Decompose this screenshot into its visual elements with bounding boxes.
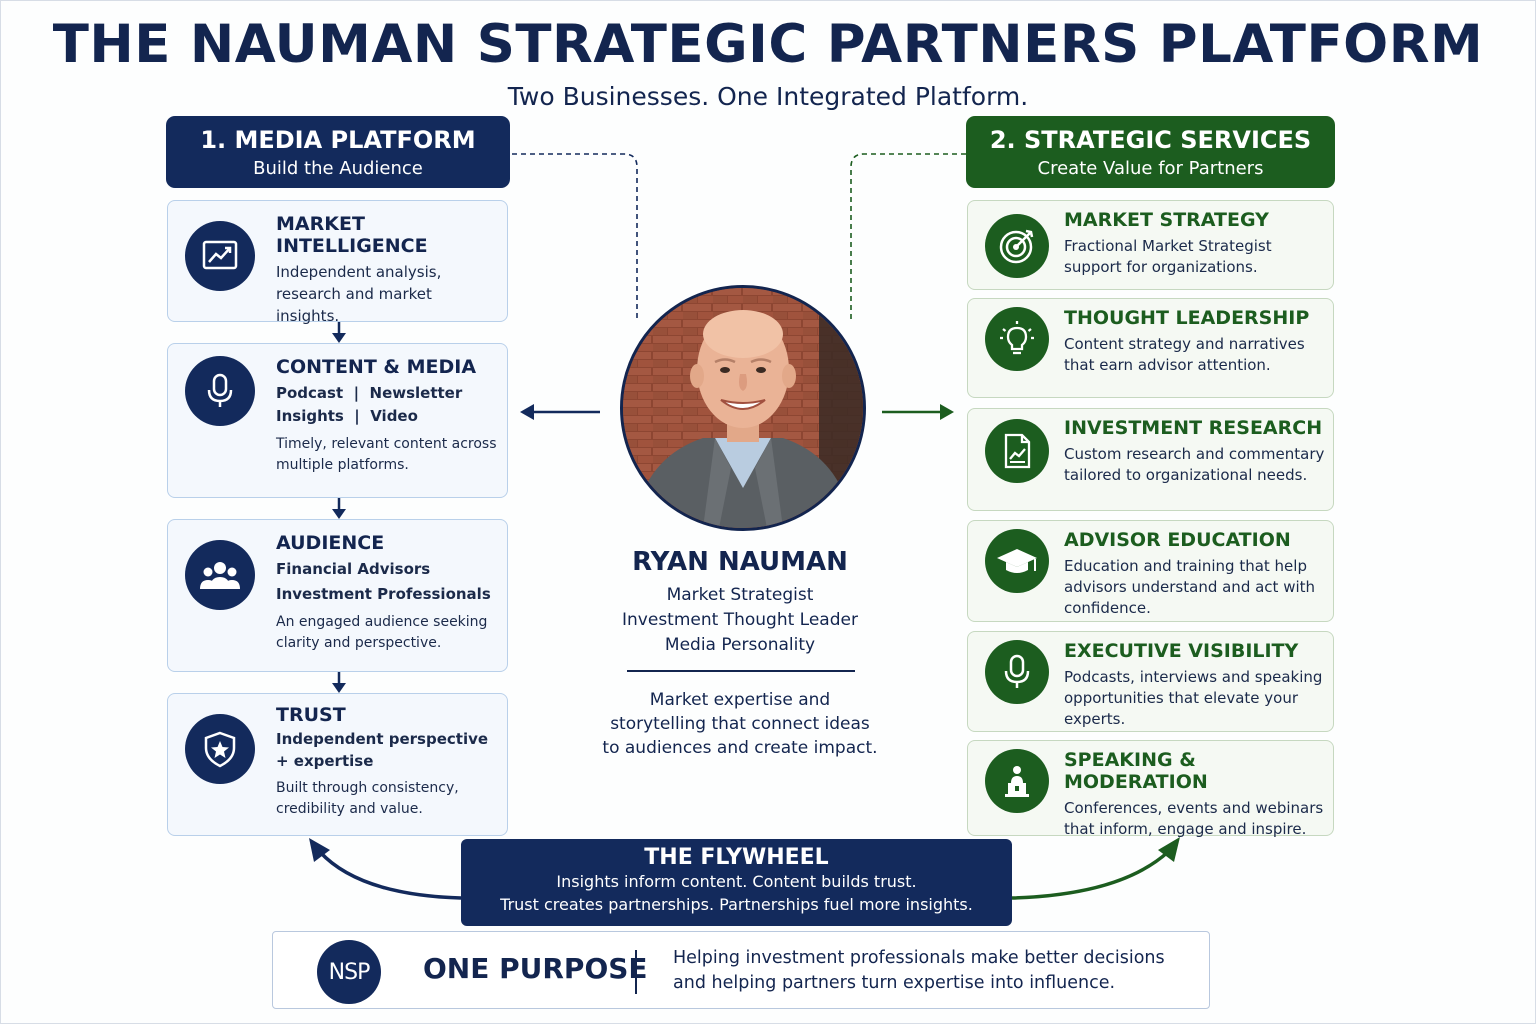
purpose-statement: Helping investment professionals make be… (673, 946, 1165, 996)
card-description: Conferences, events and webinars that in… (1064, 799, 1324, 838)
card-content-media: CONTENT & MEDIA Podcast | Newsletter Ins… (167, 343, 508, 498)
card-investment-research: INVESTMENT RESEARCH Custom research and … (967, 408, 1334, 511)
media-platform-header: 1. MEDIA PLATFORM Build the Audience (166, 116, 510, 188)
card-trust-line1: Independent perspective (276, 730, 489, 748)
person-role-2: Investment Thought Leader (622, 610, 858, 630)
card-title: THOUGHT LEADERSHIP (1064, 307, 1310, 329)
lightbulb-icon (985, 307, 1049, 371)
card-market-intelligence: MARKET INTELLIGENCE Independent analysis… (167, 200, 508, 325)
card-description: Content strategy and narratives that ear… (1064, 335, 1305, 374)
podium-speaker-icon (985, 749, 1049, 813)
media-platform-subtitle: Build the Audience (253, 158, 423, 179)
strategic-services-header: 2. STRATEGIC SERVICES Create Value for P… (966, 116, 1335, 188)
media-platform-title: 1. MEDIA PLATFORM (200, 126, 476, 154)
shield-star-icon (185, 714, 255, 784)
flywheel-title: THE FLYWHEEL (644, 845, 829, 870)
card-trust: TRUST Independent perspective + expertis… (167, 693, 508, 836)
card-audience-line2: Investment Professionals (276, 585, 491, 603)
card-speaking-moderation: SPEAKING & MODERATION Conferences, event… (967, 740, 1334, 838)
strategic-services-subtitle: Create Value for Partners (1037, 158, 1264, 179)
card-thought-leadership: THOUGHT LEADERSHIP Content strategy and … (967, 298, 1334, 398)
card-description: Education and training that help advisor… (1064, 557, 1316, 617)
card-description: Podcasts, interviews and speaking opport… (1064, 668, 1323, 728)
card-title: EXECUTIVE VISIBILITY (1064, 640, 1299, 662)
card-description: Custom research and commentary tailored … (1064, 445, 1325, 484)
card-description: Fractional Market Strategist support for… (1064, 237, 1272, 276)
card-trust-line2: + expertise (276, 752, 374, 770)
page-title: THE NAUMAN STRATEGIC PARTNERS PLATFORM (52, 14, 1484, 75)
card-formats-line1: Podcast | Newsletter (276, 384, 463, 402)
line-chart-icon (185, 221, 255, 291)
person-role-3: Media Personality (664, 635, 816, 655)
portrait-photo (620, 285, 866, 531)
microphone-icon (185, 356, 255, 426)
card-title: TRUST (276, 704, 346, 726)
center-divider (627, 670, 855, 672)
card-title: INVESTMENT RESEARCH (1064, 417, 1323, 439)
card-audience: AUDIENCE Financial Advisors Investment P… (167, 519, 508, 672)
card-audience-line1: Financial Advisors (276, 560, 431, 578)
person-role-1: Market Strategist (666, 585, 814, 605)
card-market-strategy: MARKET STRATEGY Fractional Market Strate… (967, 200, 1334, 290)
nsp-logo: NSP (317, 940, 381, 1004)
page-subtitle: Two Businesses. One Integrated Platform. (507, 82, 1029, 111)
purpose-title: ONE PURPOSE (423, 952, 648, 985)
purpose-line-1: Helping investment professionals make be… (673, 948, 1165, 968)
microphone-icon (985, 640, 1049, 704)
people-icon (185, 540, 255, 610)
graduation-cap-icon (985, 529, 1049, 593)
card-executive-visibility: EXECUTIVE VISIBILITY Podcasts, interview… (967, 631, 1334, 732)
card-description: An engaged audience seeking clarity and … (276, 614, 488, 651)
purpose-divider (635, 950, 637, 994)
strategic-services-title: 2. STRATEGIC SERVICES (989, 126, 1312, 154)
document-chart-icon (985, 419, 1049, 483)
card-title: MARKET INTELLIGENCE (276, 213, 428, 257)
card-formats-line2: Insights | Video (276, 407, 418, 425)
card-title: CONTENT & MEDIA (276, 356, 477, 378)
card-title: SPEAKING & MODERATION (1064, 749, 1208, 793)
flywheel-line-1: Insights inform content. Content builds … (556, 872, 917, 891)
card-advisor-education: ADVISOR EDUCATION Education and training… (967, 520, 1334, 622)
card-title: AUDIENCE (276, 532, 385, 554)
center-description: Market expertise and storytelling that c… (602, 690, 878, 758)
card-title: MARKET STRATEGY (1064, 209, 1269, 231)
card-description: Independent analysis, research and marke… (276, 263, 442, 325)
purpose-line-2: and helping partners turn expertise into… (673, 973, 1116, 993)
target-icon (985, 214, 1049, 278)
person-name: RYAN NAUMAN (632, 547, 848, 577)
flywheel-line-2: Trust creates partnerships. Partnerships… (500, 895, 973, 914)
card-description: Built through consistency, credibility a… (276, 780, 459, 817)
purpose-bar: NSP ONE PURPOSE Helping investment profe… (272, 931, 1210, 1009)
card-title: ADVISOR EDUCATION (1064, 529, 1291, 551)
card-description: Timely, relevant content across multiple… (276, 436, 497, 473)
flywheel-box: THE FLYWHEEL Insights inform content. Co… (461, 839, 1012, 926)
